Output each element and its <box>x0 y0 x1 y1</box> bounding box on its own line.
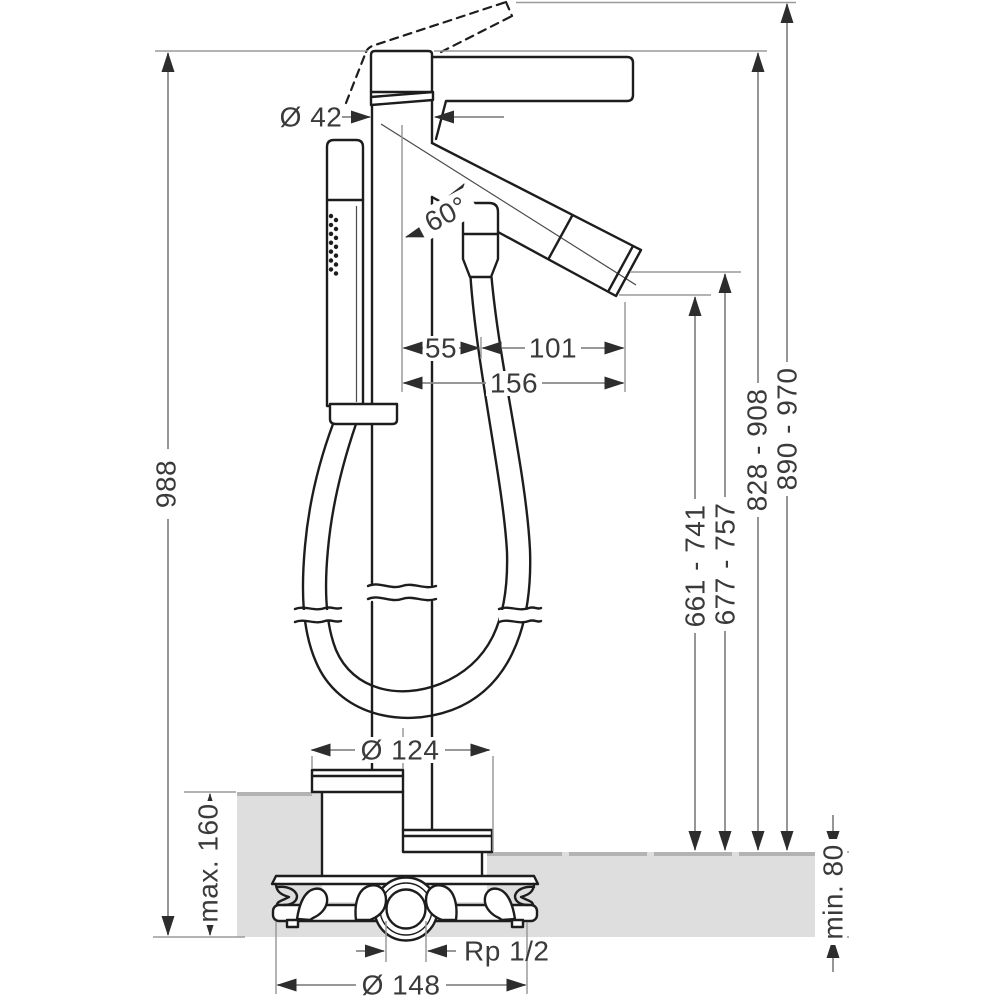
hand-shower-wand <box>325 138 365 408</box>
svg-text:Ø 124: Ø 124 <box>361 735 440 766</box>
escutcheon-left <box>310 768 405 794</box>
dim-escutcheon-label: Ø 124 <box>355 735 445 766</box>
adjustment-ring <box>369 90 435 107</box>
dimension-labels: Ø 42 60° 55 101 156 988 661 - 741 677 - … <box>151 102 849 999</box>
svg-text:max. 160: max. 160 <box>193 803 224 922</box>
shower-hose <box>301 275 532 720</box>
dim-overall-height-label: 988 <box>151 449 182 519</box>
dim-base-plate-label: Ø 148 <box>356 970 446 999</box>
dim-thread-label: Rp 1/2 <box>464 936 550 967</box>
dim-floor-right-label: min. 80 <box>818 839 849 945</box>
break-marks <box>293 583 543 624</box>
dim-outlet-high-label: 677 - 757 <box>710 497 741 631</box>
dim-handle-top-label: 890 - 970 <box>772 362 803 496</box>
floor-right <box>487 852 815 937</box>
clamp-right <box>483 887 517 922</box>
dim-floor-left-label: max. 160 <box>193 801 224 925</box>
clamp-finger-left <box>354 884 388 922</box>
clamp-finger-right <box>424 884 458 922</box>
dim-156-label: 156 <box>486 368 542 399</box>
handle <box>369 49 635 141</box>
dim-101-label: 101 <box>525 333 581 364</box>
spout <box>380 123 643 298</box>
escutcheon-right <box>401 828 494 854</box>
svg-text:677 - 757: 677 - 757 <box>710 503 741 626</box>
dim-55-label: 55 <box>423 333 459 364</box>
dim-body-top-label: 828 - 908 <box>742 383 773 517</box>
svg-text:661 - 741: 661 - 741 <box>680 505 711 628</box>
clamp-left <box>295 887 329 922</box>
spray-nozzle-dots <box>328 213 339 285</box>
svg-text:Ø 148: Ø 148 <box>362 970 441 999</box>
svg-text:988: 988 <box>151 460 182 508</box>
handle-cap <box>369 49 434 94</box>
svg-text:min. 80: min. 80 <box>818 844 849 939</box>
shower-holder <box>328 402 399 426</box>
svg-text:156: 156 <box>490 368 538 399</box>
dim-cartridge-label: Ø 42 <box>280 102 343 133</box>
handle-lever <box>430 55 635 141</box>
floor-right-slab <box>487 852 815 937</box>
svg-text:828 - 908: 828 - 908 <box>742 389 773 512</box>
svg-text:890 - 970: 890 - 970 <box>772 368 803 491</box>
svg-text:55: 55 <box>425 333 457 364</box>
faucet-product <box>270 0 643 942</box>
hand-shower <box>325 138 399 426</box>
extension-lines <box>153 1 849 994</box>
spout-axis-line <box>380 123 637 286</box>
dim-outlet-low-label: 661 - 741 <box>680 499 711 633</box>
svg-text:101: 101 <box>529 333 577 364</box>
installation-base <box>270 768 540 942</box>
spout-seam <box>547 214 574 260</box>
